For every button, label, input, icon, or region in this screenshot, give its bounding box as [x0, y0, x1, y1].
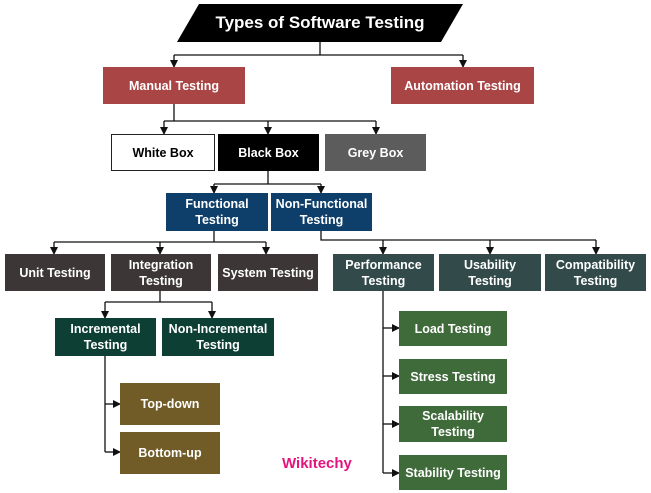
node-usability-testing: Usability Testing — [439, 254, 541, 291]
node-performance-testing: Performance Testing — [333, 254, 434, 291]
node-functional-testing: Functional Testing — [166, 193, 268, 231]
node-black-box: Black Box — [218, 134, 319, 171]
node-load-testing: Load Testing — [399, 311, 507, 346]
node-incremental-testing: Incremental Testing — [55, 318, 156, 356]
node-system-testing: System Testing — [218, 254, 318, 291]
node-automation-testing: Automation Testing — [391, 67, 534, 104]
watermark-text: Wikitechy — [282, 455, 352, 472]
node-non-functional-testing: Non-Functional Testing — [271, 193, 372, 231]
node-integration-testing: Integration Testing — [111, 254, 211, 291]
node-unit-testing: Unit Testing — [5, 254, 105, 291]
node-scalability-testing: Scalability Testing — [399, 406, 507, 442]
node-stability-testing: Stability Testing — [399, 455, 507, 490]
title-parallelogram — [177, 4, 463, 42]
node-non-incremental-testing: Non-Incremental Testing — [162, 318, 274, 356]
title-text: Types of Software Testing — [215, 13, 425, 32]
node-manual-testing: Manual Testing — [103, 67, 245, 104]
diagram-title: Types of Software Testing — [177, 4, 463, 42]
node-compatibility-testing: Compatibility Testing — [545, 254, 646, 291]
node-white-box: White Box — [111, 134, 215, 171]
node-grey-box: Grey Box — [325, 134, 426, 171]
node-bottom-up: Bottom-up — [120, 432, 220, 474]
node-stress-testing: Stress Testing — [399, 359, 507, 394]
node-top-down: Top-down — [120, 383, 220, 425]
